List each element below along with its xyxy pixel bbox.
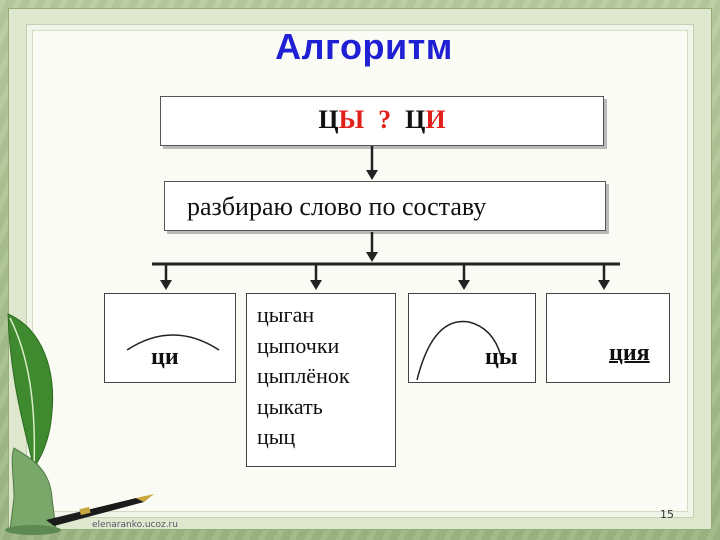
slide-title: Алгоритм [275, 26, 453, 67]
exceptions-box: цыган цыпочки цыплёнок цыкать цыц [246, 293, 396, 467]
root-ending-text: ци [151, 344, 179, 370]
parse-step-box: разбираю слово по составу [164, 181, 606, 231]
page-number: 15 [660, 508, 674, 521]
arc-mark-icon [416, 320, 502, 381]
question-text: ЦЫ?ЦИ [161, 105, 603, 135]
question-box: ЦЫ?ЦИ [160, 96, 604, 146]
quill-feather-icon [5, 313, 61, 535]
footer-site: elenaranko.ucoz.ru [92, 520, 178, 530]
left-consonant: Ц [318, 105, 339, 134]
right-consonant: Ц [405, 105, 426, 134]
arc-mark-icon [126, 334, 220, 351]
question-mark: ? [378, 105, 392, 134]
parse-step-text: разбираю слово по составу [187, 192, 487, 221]
list-item: цыплёнок [257, 363, 350, 388]
tsiya-branch-box: ция [546, 293, 670, 383]
list-item: цыпочки [257, 332, 340, 358]
right-vowel: И [425, 105, 446, 134]
tsiya-ending-text: ция [609, 340, 650, 366]
list-item: цыган [257, 302, 315, 327]
fountain-pen-icon [46, 494, 154, 526]
suffix-ending-text: цы [485, 344, 518, 370]
list-item: цыц [257, 424, 296, 449]
list-item: цыкать [257, 393, 323, 419]
exception-word-list: цыган цыпочки цыплёнок цыкать цыц [257, 300, 350, 453]
suffix-branch-box: цы [408, 293, 536, 383]
root-branch-box: ци [104, 293, 236, 383]
left-vowel: Ы [338, 105, 365, 134]
